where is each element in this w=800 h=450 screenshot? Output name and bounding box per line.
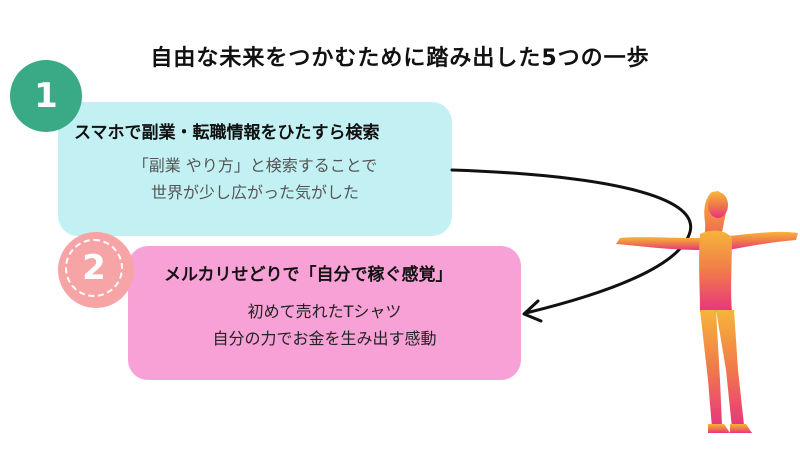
curved-arrow-icon bbox=[450, 168, 693, 323]
step-1-description: 「副業 やり方」と検索することで 世界が少し広がった気がした bbox=[58, 152, 452, 206]
step-1-line-1: 「副業 やり方」と検索することで bbox=[132, 156, 378, 175]
page-title: 自由な未来をつかむために踏み出した5つの一歩 bbox=[150, 46, 650, 71]
step-2-heading: メルカリせどりで「自分で稼ぐ感覚」 bbox=[164, 265, 453, 285]
step-2-badge-number: 2 bbox=[65, 239, 123, 297]
step-1-line-2: 世界が少し広がった気がした bbox=[150, 183, 359, 202]
step-2-line-2: 自分の力でお金を生み出す感動 bbox=[212, 329, 437, 348]
step-1-badge: 1 bbox=[10, 60, 82, 132]
woman-silhouette-icon bbox=[616, 191, 798, 433]
step-1-heading: スマホで副業・転職情報をひたすら検索 bbox=[74, 123, 380, 143]
step-2-card: メルカリせどりで「自分で稼ぐ感覚」 初めて売れたTシャツ 自分の力でお金を生み出… bbox=[128, 246, 521, 380]
step-2-description: 初めて売れたTシャツ 自分の力でお金を生み出す感動 bbox=[128, 298, 521, 352]
step-1-card: スマホで副業・転職情報をひたすら検索 「副業 やり方」と検索することで 世界が少… bbox=[58, 102, 452, 236]
step-2-line-1: 初めて売れたTシャツ bbox=[247, 302, 402, 321]
step-2-badge: 2 bbox=[58, 232, 134, 308]
